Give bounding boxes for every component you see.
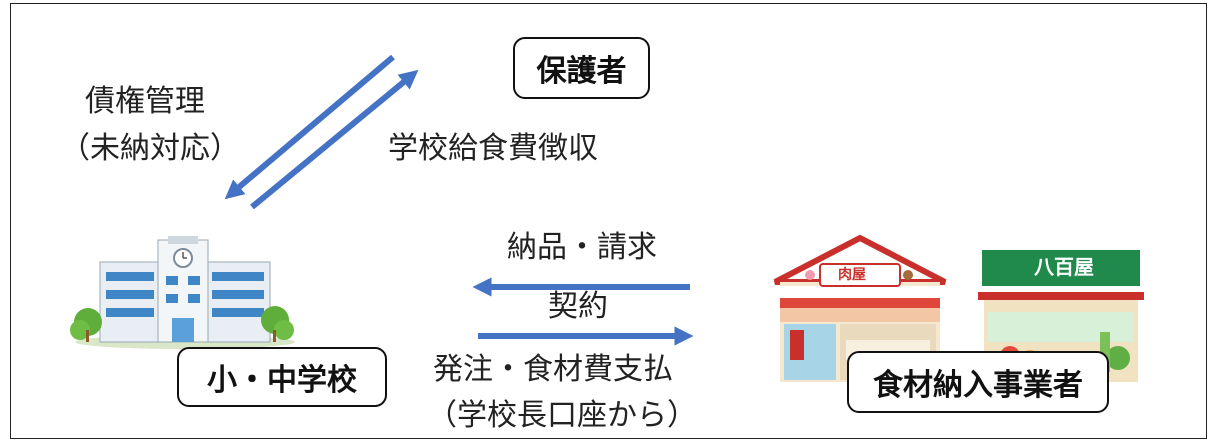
node-guardian: 保護者 <box>513 37 650 99</box>
diagram-frame <box>10 3 1207 439</box>
greengrocer-sign: 八百屋 <box>1034 255 1094 279</box>
label-fee-collection: 学校給食費徴収 <box>388 131 598 166</box>
label-unpaid-response: （未納対応） <box>60 131 240 166</box>
label-contract: 契約 <box>548 289 608 324</box>
node-school: 小・中学校 <box>177 347 387 407</box>
label-debt-management: 債権管理 <box>85 84 205 119</box>
arrow-school-to-guardian <box>250 69 419 210</box>
butcher-sign: 肉屋 <box>838 267 866 283</box>
arrow-guardian-to-school <box>224 54 395 200</box>
label-from-principal-account: （学校長口座から） <box>427 398 697 433</box>
node-supplier: 食材納入事業者 <box>847 351 1109 413</box>
label-order-payment: 発注・食材費支払 <box>433 352 673 387</box>
school-building-illustration <box>70 236 295 349</box>
label-delivery-invoice: 納品・請求 <box>507 230 657 265</box>
